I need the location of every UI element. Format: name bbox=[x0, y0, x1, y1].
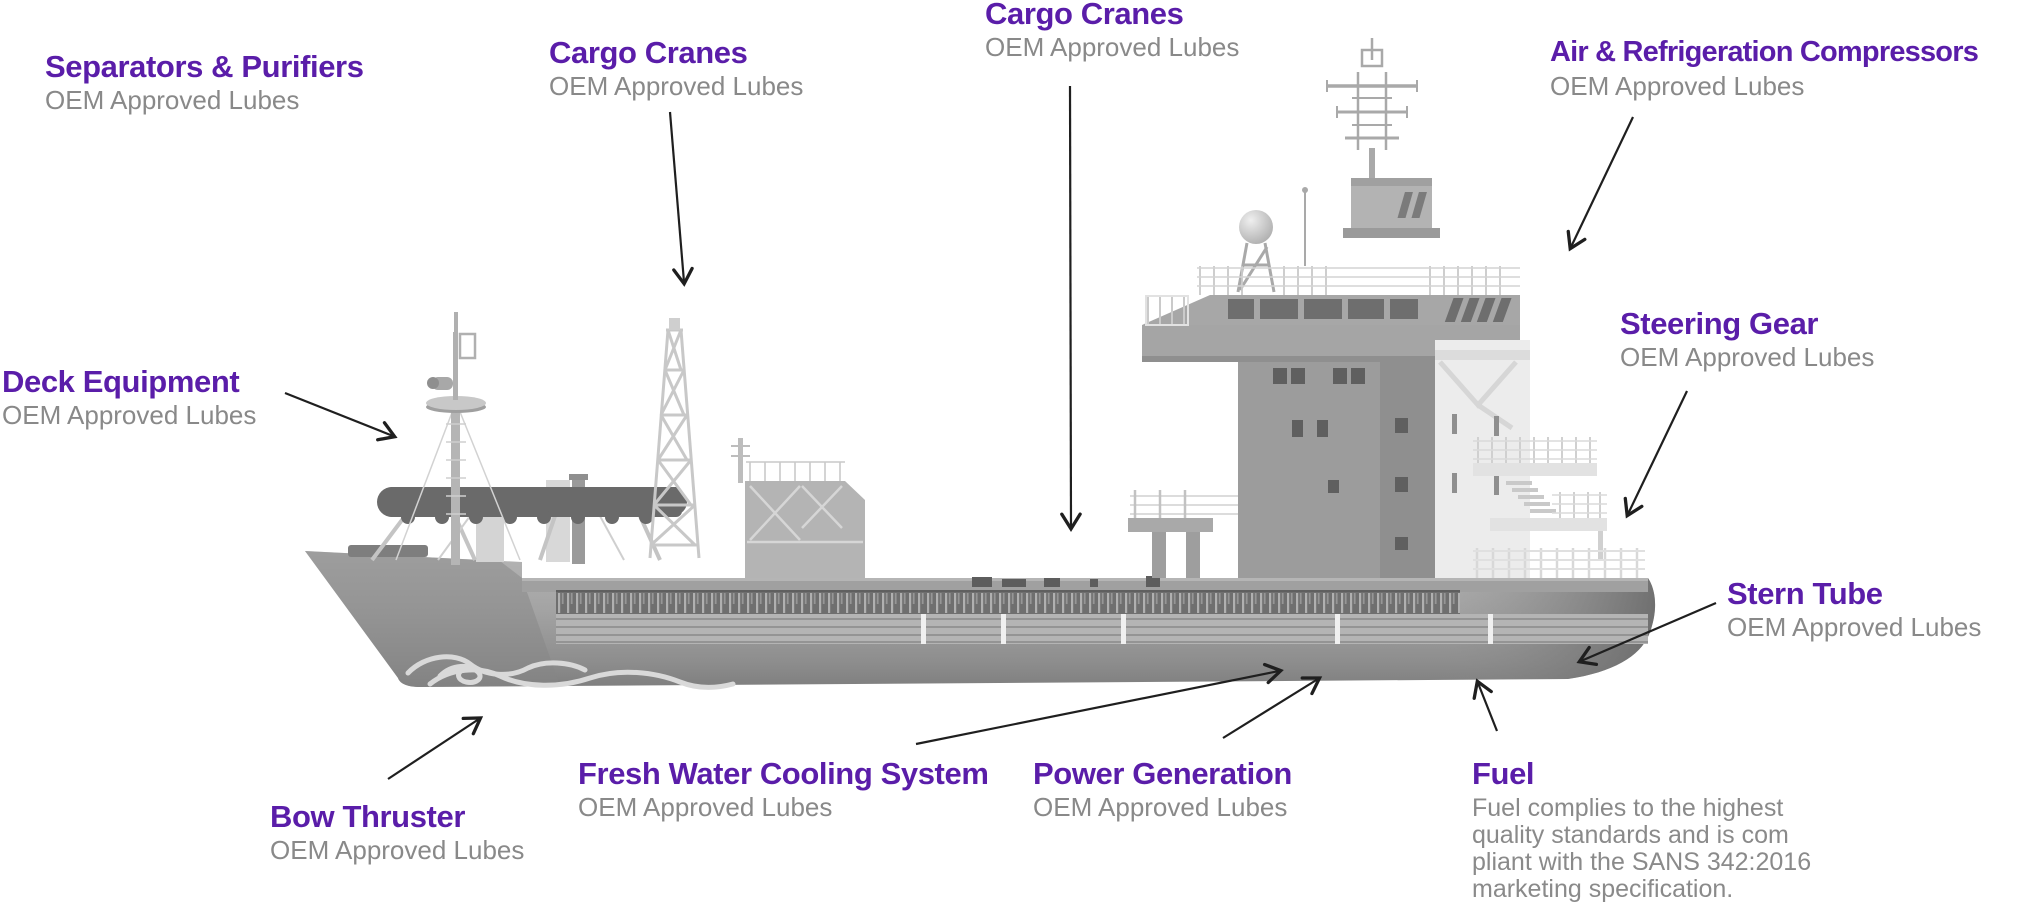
midship-masthouse bbox=[731, 438, 865, 578]
arrow-fresh-water bbox=[915, 662, 1284, 746]
callout-arrows bbox=[284, 85, 1717, 780]
cargo-crane-tower bbox=[648, 318, 701, 559]
radar-ball bbox=[1239, 210, 1273, 244]
foremast bbox=[395, 312, 521, 565]
arrow-air-refrigeration bbox=[1566, 116, 1634, 252]
wheelhouse bbox=[1343, 178, 1440, 238]
stern-stairs bbox=[1506, 481, 1556, 513]
arrow-bow-thruster bbox=[387, 716, 484, 780]
bow-bulwark bbox=[348, 545, 428, 557]
label-subtitle: OEM Approved Lubes bbox=[2, 400, 257, 430]
ship-hull bbox=[305, 545, 1656, 690]
label-subtitle: OEM Approved Lubes bbox=[1033, 792, 1288, 822]
label-subtitle: OEM Approved Lubes bbox=[1620, 342, 1875, 372]
label-separators-purifiers: Separators & Purifiers OEM Approved Lube… bbox=[45, 48, 364, 116]
bridge-deck bbox=[1142, 295, 1520, 362]
label-title: Air & Refrigeration Compressors bbox=[1550, 36, 1979, 68]
arrow-steering-gear bbox=[1623, 390, 1688, 519]
label-subtitle: OEM Approved Lubes bbox=[985, 32, 1240, 62]
forecastle-structures bbox=[370, 312, 701, 565]
label-title: Separators & Purifiers bbox=[45, 49, 364, 84]
superstructure bbox=[1142, 38, 1645, 578]
arrow-deck-equipment bbox=[284, 391, 398, 442]
label-cargo-cranes-forward: Cargo Cranes OEM Approved Lubes bbox=[549, 34, 803, 102]
label-title: Fuel bbox=[1472, 756, 1535, 791]
label-power-generation: Power Generation OEM Approved Lubes bbox=[1033, 755, 1292, 823]
deck-fittings bbox=[972, 576, 1160, 587]
fuel-description: Fuel complies to the highest quality sta… bbox=[1472, 795, 1811, 903]
hull-rail-band bbox=[556, 614, 1648, 644]
label-fuel: Fuel Fuel complies to the highest qualit… bbox=[1472, 755, 1811, 903]
windlass-bar bbox=[377, 487, 687, 524]
arrow-fuel bbox=[1472, 678, 1499, 732]
label-title: Bow Thruster bbox=[270, 799, 465, 834]
label-stern-tube: Stern Tube OEM Approved Lubes bbox=[1727, 575, 1981, 643]
label-subtitle: OEM Approved Lubes bbox=[1550, 71, 1805, 101]
accommodation-block bbox=[1238, 362, 1435, 578]
label-title: Deck Equipment bbox=[2, 364, 240, 399]
arrow-cargo-cranes-main bbox=[1060, 85, 1082, 532]
label-subtitle: OEM Approved Lubes bbox=[549, 71, 804, 101]
label-title: Fresh Water Cooling System bbox=[578, 756, 989, 791]
bow-wave bbox=[405, 654, 736, 690]
label-subtitle: OEM Approved Lubes bbox=[1727, 612, 1982, 642]
label-fresh-water-cooling-system: Fresh Water Cooling System OEM Approved … bbox=[578, 755, 989, 823]
label-title: Stern Tube bbox=[1727, 576, 1883, 611]
label-cargo-cranes-main: Cargo Cranes OEM Approved Lubes bbox=[985, 0, 1239, 63]
label-steering-gear: Steering Gear OEM Approved Lubes bbox=[1620, 305, 1874, 373]
arrow-power-generation bbox=[1222, 676, 1323, 739]
bow-wedge bbox=[305, 551, 560, 687]
fuel-description-line: quality standards and is com bbox=[1472, 821, 1789, 849]
label-subtitle: OEM Approved Lubes bbox=[45, 85, 300, 115]
label-title: Steering Gear bbox=[1620, 306, 1819, 341]
stern-castle bbox=[1435, 340, 1645, 578]
label-title: Cargo Cranes bbox=[985, 0, 1184, 31]
arrow-cargo-cranes-forward bbox=[668, 111, 694, 287]
label-subtitle: OEM Approved Lubes bbox=[270, 835, 525, 865]
fuel-description-line: Fuel complies to the highest bbox=[1472, 794, 1784, 822]
label-air-refrigeration-compressors: Air & Refrigeration Compressors OEM Appr… bbox=[1550, 34, 1979, 102]
cargo-hold-band bbox=[556, 592, 1460, 614]
signal-mast bbox=[1326, 38, 1418, 180]
fuel-description-line: marketing specification. bbox=[1472, 875, 1734, 903]
label-title: Cargo Cranes bbox=[549, 35, 748, 70]
label-title: Power Generation bbox=[1033, 756, 1292, 791]
bridge-top-railing bbox=[1197, 266, 1520, 295]
label-deck-equipment: Deck Equipment OEM Approved Lubes bbox=[2, 363, 256, 431]
label-subtitle: OEM Approved Lubes bbox=[578, 792, 833, 822]
label-bow-thruster: Bow Thruster OEM Approved Lubes bbox=[270, 798, 524, 866]
fuel-description-line: pliant with the SANS 342:2016 bbox=[1472, 848, 1812, 876]
arrow-stern-tube bbox=[1576, 601, 1717, 667]
